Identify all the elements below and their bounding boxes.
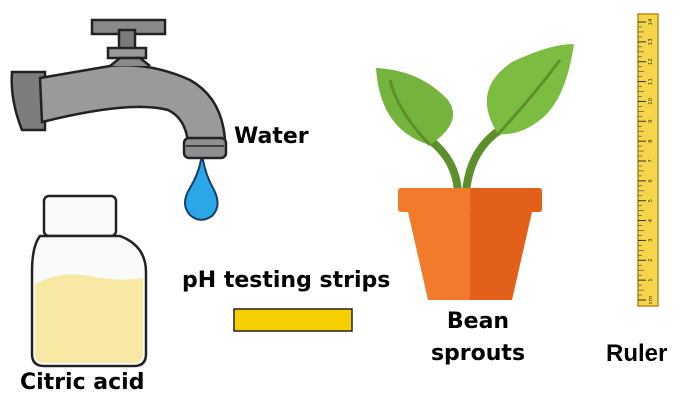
ruler-tick-label: 13 [648,38,654,45]
jar-icon [30,194,148,368]
ruler-tick-label: 12 [648,58,654,65]
ruler-tick-label: cm [648,296,654,304]
ruler-tick-label: 9 [648,119,654,123]
plant-icon [376,44,574,300]
bean-label-line2: sprouts [430,341,526,366]
bean-label-line1: Bean [446,309,510,334]
ruler-ticks: 14 13 12 11 10 9 8 7 6 5 4 3 2 1 cm [638,18,654,304]
ruler-tick-label: 4 [648,218,654,222]
ruler-tick-label: 6 [648,179,654,183]
ruler-tick-label: 2 [648,259,654,263]
ph-strip-icon [233,308,353,332]
ruler-tick-label: 11 [648,78,654,85]
ruler-tick-label: 10 [648,97,654,104]
ruler-label: Ruler [606,340,668,367]
faucet-icon [10,18,228,160]
ruler-icon: 14 13 12 11 10 9 8 7 6 5 4 3 2 1 cm [637,13,659,307]
ruler-tick-label: 7 [648,159,654,163]
ruler-tick-label: 1 [648,278,654,282]
water-drop-icon [184,159,219,221]
ruler-tick-label: 5 [648,198,654,202]
citric-acid-label: Citric acid [20,370,145,395]
ruler-tick-label: 8 [648,139,654,143]
water-label: Water [234,124,309,149]
bean-sprouts-label: Bean sprouts [418,306,538,370]
ruler-tick-label: 14 [648,18,654,25]
ph-strips-label: pH testing strips [182,268,391,293]
ruler-tick-label: 3 [648,238,654,242]
